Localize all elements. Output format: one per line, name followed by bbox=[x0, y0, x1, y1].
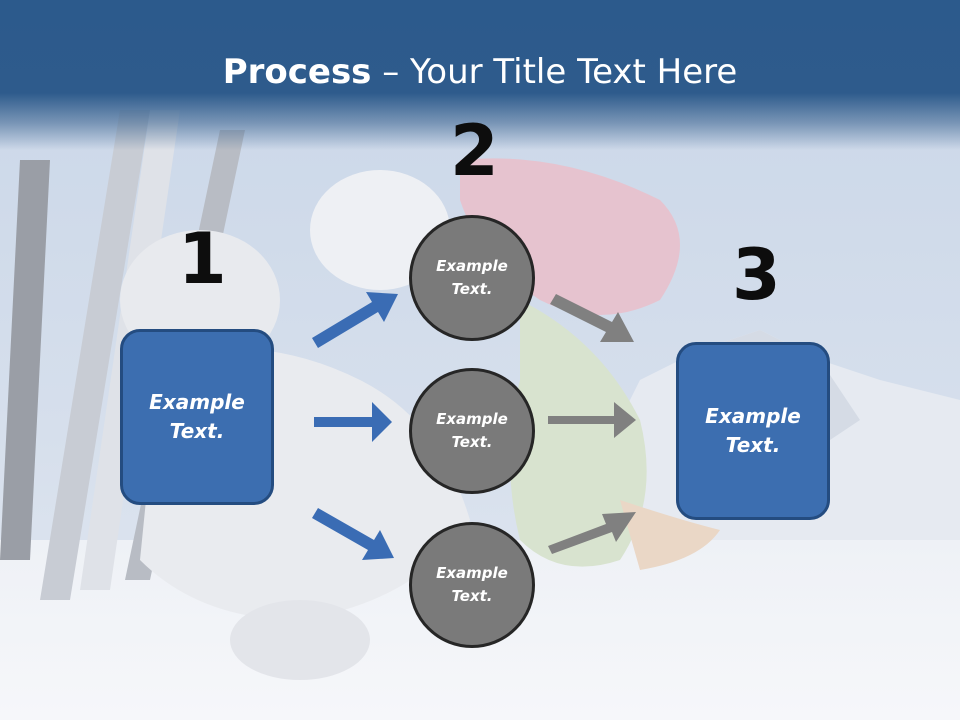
step-3-text-line2: Text. bbox=[725, 433, 781, 457]
title-band bbox=[0, 0, 960, 150]
circle-middle-line2: Text. bbox=[451, 433, 493, 451]
arrow-from-circle-middle bbox=[548, 402, 636, 438]
step-number-2: 2 bbox=[450, 110, 499, 192]
circle-bottom-line1: Example bbox=[436, 564, 508, 582]
step-number-3: 3 bbox=[732, 234, 781, 316]
title-bold: Process bbox=[222, 52, 372, 92]
arrow-to-circle-top bbox=[312, 292, 398, 348]
arrow-from-circle-bottom bbox=[548, 512, 636, 554]
slide-title: Process – Your Title Text Here bbox=[0, 52, 960, 92]
step-number-1: 1 bbox=[178, 218, 227, 300]
step-3-text-line1: Example bbox=[705, 404, 801, 428]
arrow-to-circle-bottom bbox=[312, 508, 394, 560]
circle-middle-line1: Example bbox=[436, 410, 508, 428]
step-1-text-line2: Text. bbox=[169, 419, 225, 443]
circle-top-line2: Text. bbox=[451, 280, 493, 298]
title-rest: – Your Title Text Here bbox=[371, 52, 738, 92]
arrow-from-circle-top bbox=[550, 294, 634, 342]
arrow-to-circle-middle bbox=[314, 402, 392, 442]
circle-bottom-line2: Text. bbox=[451, 587, 493, 605]
circle-top-line1: Example bbox=[436, 257, 508, 275]
step-1-text-line1: Example bbox=[149, 390, 245, 414]
